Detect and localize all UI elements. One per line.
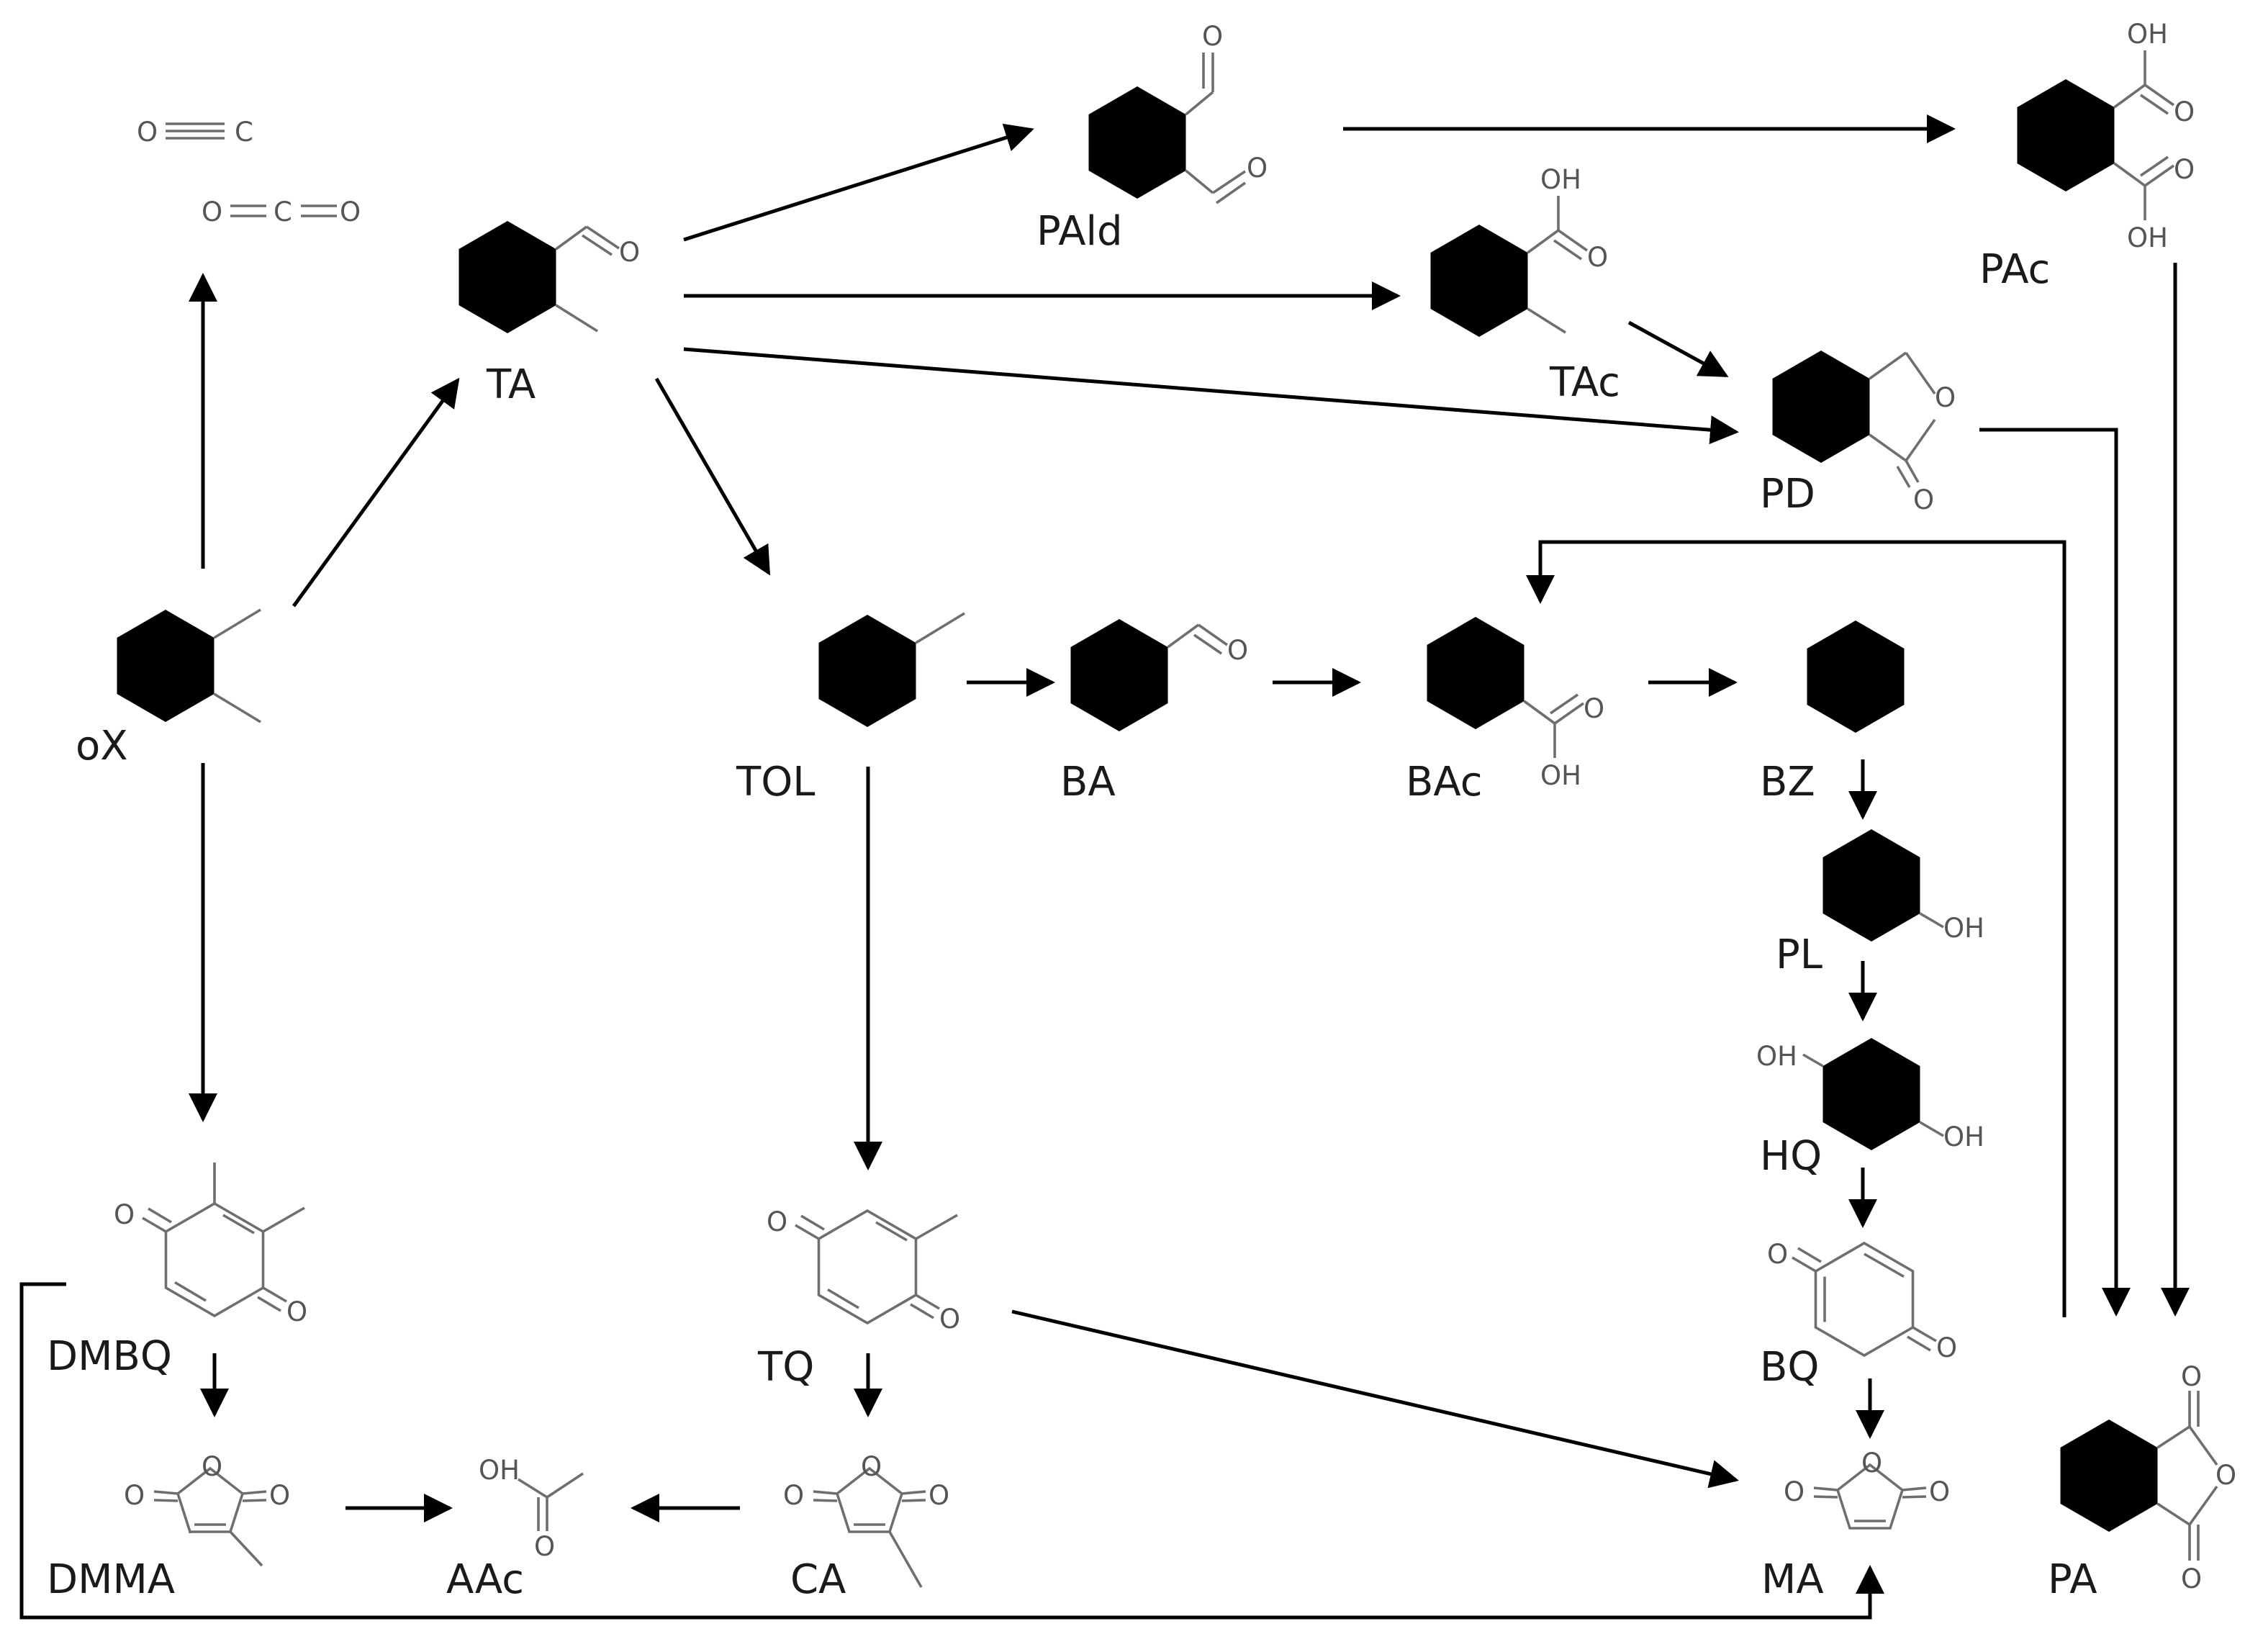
arrow-tac-to-pd <box>1627 320 1729 378</box>
label-dmbq: DMBQ <box>47 1333 172 1380</box>
pac-structure: OH O OH O <box>2017 19 2195 253</box>
tac-structure: OH O <box>1430 164 1608 337</box>
label-pd: PD <box>1760 471 1815 518</box>
label-pac: PAc <box>1979 246 2050 293</box>
atom-o: O <box>1913 484 1934 515</box>
label-ba: BA <box>1060 759 1116 805</box>
atom-o: O <box>114 1199 135 1230</box>
arrow-ta-to-pd <box>683 347 1739 445</box>
atom-oh: OH <box>1540 760 1581 791</box>
atom-oh: OH <box>1756 1041 1797 1072</box>
ta-structure: O <box>459 221 640 333</box>
atom-o: O <box>2181 1563 2202 1594</box>
arrow-ta-to-pald <box>683 123 1034 242</box>
arrow-ox-to-ta <box>292 377 460 608</box>
label-bq: BQ <box>1760 1344 1820 1391</box>
arrow-ta-to-tol <box>654 377 771 576</box>
atom-o: O <box>1227 635 1248 666</box>
dmma-structure: O O O <box>124 1451 290 1567</box>
arrow-tq-to-ma <box>1011 1309 1739 1489</box>
atom-c: C <box>274 197 292 227</box>
pald-structure: O O <box>1088 21 1268 204</box>
pd-structure: O O <box>1772 351 1956 515</box>
aac-structure: OH O <box>479 1455 584 1562</box>
label-bz: BZ <box>1760 759 1815 805</box>
bq-structure: O O <box>1767 1239 1957 1363</box>
label-tol: TOL <box>736 759 815 805</box>
ca-structure: O O O <box>783 1451 949 1588</box>
atom-o: O <box>1935 382 1956 413</box>
tol-structure <box>818 612 965 727</box>
atom-oh: OH <box>1943 1121 1984 1152</box>
label-ta: TA <box>486 361 536 408</box>
atom-o: O <box>1929 1476 1950 1507</box>
atom-o: O <box>534 1531 555 1562</box>
label-dmma: DMMA <box>47 1556 175 1603</box>
pl-structure: OH <box>1822 829 1984 944</box>
label-bac: BAc <box>1406 759 1483 805</box>
label-ox: oX <box>76 723 128 769</box>
atom-o: O <box>939 1304 960 1335</box>
atom-o: O <box>619 237 640 268</box>
ox-structure <box>117 608 261 723</box>
atom-o: O <box>2174 154 2195 185</box>
atom-o: O <box>1861 1448 1882 1479</box>
atom-o: O <box>1587 242 1608 273</box>
arrow-pd-to-pa <box>1979 428 2131 1317</box>
atom-o: O <box>202 197 222 227</box>
atom-o: O <box>2174 96 2195 127</box>
label-pa: PA <box>2048 1556 2097 1603</box>
arrows <box>19 114 2190 1620</box>
atom-o: O <box>1247 153 1268 184</box>
label-ma: MA <box>1761 1556 1824 1603</box>
tq-structure: O O <box>767 1206 960 1335</box>
ba-structure: O <box>1070 619 1248 731</box>
atom-oh: OH <box>479 1455 520 1486</box>
atom-o: O <box>124 1480 145 1511</box>
label-pl: PL <box>1776 931 1822 978</box>
carbon-dioxide-structure: O C O <box>202 197 361 227</box>
label-aac: AAc <box>446 1556 524 1603</box>
atom-o: O <box>202 1451 222 1482</box>
arrow-dmbq-to-ma <box>19 1282 1884 1620</box>
label-tq: TQ <box>757 1344 814 1391</box>
atom-o: O <box>137 117 158 148</box>
label-pald: PAld <box>1036 208 1123 255</box>
carbon-monoxide-structure: O C <box>137 117 253 148</box>
atom-o: O <box>269 1480 290 1511</box>
atom-oh: OH <box>2127 19 2168 50</box>
label-ca: CA <box>790 1556 846 1603</box>
atom-oh: OH <box>1943 913 1984 944</box>
atom-o: O <box>340 197 361 227</box>
structures: O C O C O O <box>114 19 2236 1594</box>
dmbq-structure: O O <box>114 1163 307 1327</box>
atom-o: O <box>1784 1476 1804 1507</box>
atom-o: O <box>1584 693 1604 724</box>
atom-o: O <box>1202 21 1223 52</box>
atom-o: O <box>2215 1460 2236 1491</box>
label-hq: HQ <box>1760 1133 1822 1180</box>
atom-oh: OH <box>2127 222 2168 253</box>
atom-o: O <box>929 1480 949 1511</box>
atom-oh: OH <box>1540 164 1581 195</box>
atom-o: O <box>1767 1239 1788 1270</box>
atom-o: O <box>286 1296 307 1327</box>
ma-structure: O O O <box>1784 1448 1950 1530</box>
arrow-pa-to-bac <box>1526 540 2066 1317</box>
bz-structure <box>1807 620 1905 733</box>
atom-o: O <box>2181 1361 2202 1392</box>
atom-o: O <box>767 1206 787 1237</box>
atom-o: O <box>861 1451 882 1482</box>
pa-structure: O O O <box>2060 1361 2236 1594</box>
label-tac: TAc <box>1549 359 1620 406</box>
atom-o: O <box>1936 1332 1957 1363</box>
compound-labels: oX TA PAld TAc PAc PD TOL BA BAc BZ PL H… <box>47 208 2097 1603</box>
atom-c: C <box>235 117 253 148</box>
hq-structure: OH OH <box>1756 1038 1984 1152</box>
atom-o: O <box>783 1480 804 1511</box>
bac-structure: OH O <box>1427 617 1604 791</box>
